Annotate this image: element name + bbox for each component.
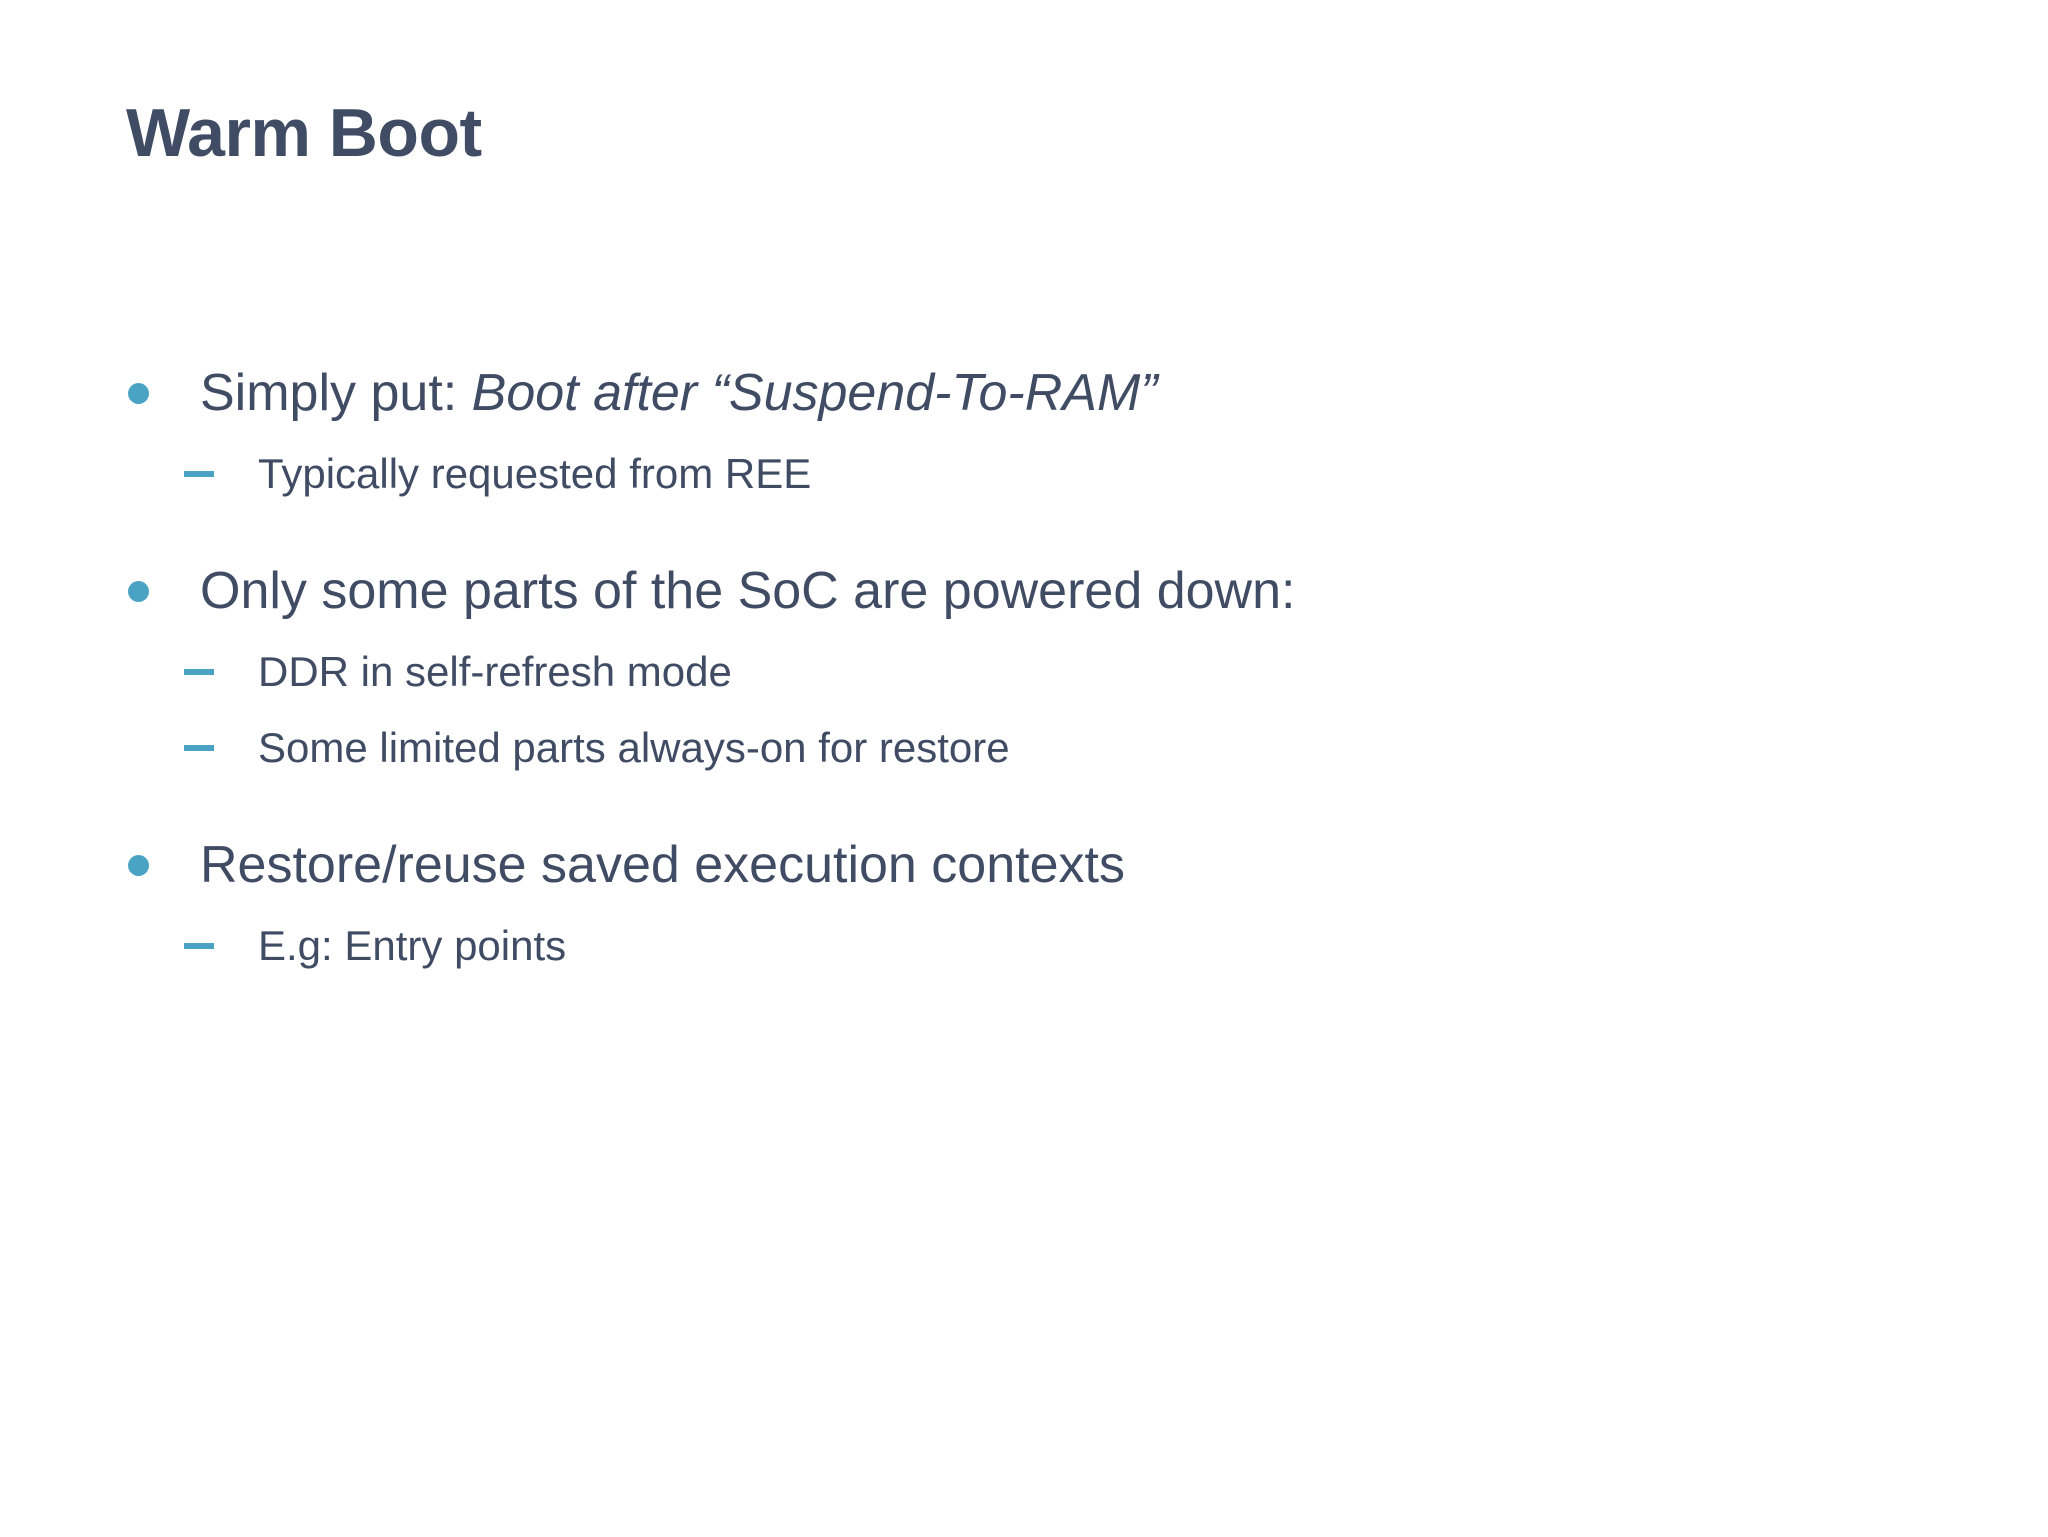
sub-bullet-item: E.g: Entry points bbox=[0, 914, 2048, 978]
sub-bullet-text: E.g: Entry points bbox=[258, 922, 567, 969]
sub-bullet-text: DDR in self-refresh mode bbox=[258, 648, 732, 695]
sub-bullet-text: Some limited parts always-on for restore bbox=[258, 724, 1010, 771]
bullet-group: Only some parts of the SoC are powered d… bbox=[0, 554, 2048, 780]
bullet-text-prefix: Restore/reuse saved execution contexts bbox=[200, 836, 1125, 894]
sub-bullet-item: Typically requested from REE bbox=[0, 442, 2048, 506]
page-title: Warm Boot bbox=[126, 95, 482, 171]
bullet-item: Restore/reuse saved execution contexts bbox=[0, 828, 2048, 902]
en-dash-icon bbox=[184, 914, 214, 978]
bullet-item: Simply put: Boot after “Suspend-To-RAM” bbox=[0, 356, 2048, 430]
sub-bullet-item: Some limited parts always-on for restore bbox=[0, 716, 2048, 780]
bullet-text-prefix: Simply put: bbox=[200, 364, 472, 422]
en-dash-icon bbox=[184, 442, 214, 506]
bullet-dot-icon bbox=[128, 356, 154, 430]
bullet-dot-icon bbox=[128, 828, 154, 902]
en-dash-icon bbox=[184, 640, 214, 704]
bullet-text-emphasis: Boot after “Suspend-To-RAM” bbox=[471, 364, 1158, 422]
sub-bullet-text: Typically requested from REE bbox=[258, 450, 812, 497]
bullet-dot-icon bbox=[128, 554, 154, 628]
slide-body: Simply put: Boot after “Suspend-To-RAM” … bbox=[0, 356, 2048, 978]
sub-bullet-item: DDR in self-refresh mode bbox=[0, 640, 2048, 704]
en-dash-icon bbox=[184, 716, 214, 780]
bullet-group: Restore/reuse saved execution contexts E… bbox=[0, 828, 2048, 978]
bullet-text-prefix: Only some parts of the SoC are powered d… bbox=[200, 562, 1296, 620]
bullet-group: Simply put: Boot after “Suspend-To-RAM” … bbox=[0, 356, 2048, 506]
bullet-item: Only some parts of the SoC are powered d… bbox=[0, 554, 2048, 628]
